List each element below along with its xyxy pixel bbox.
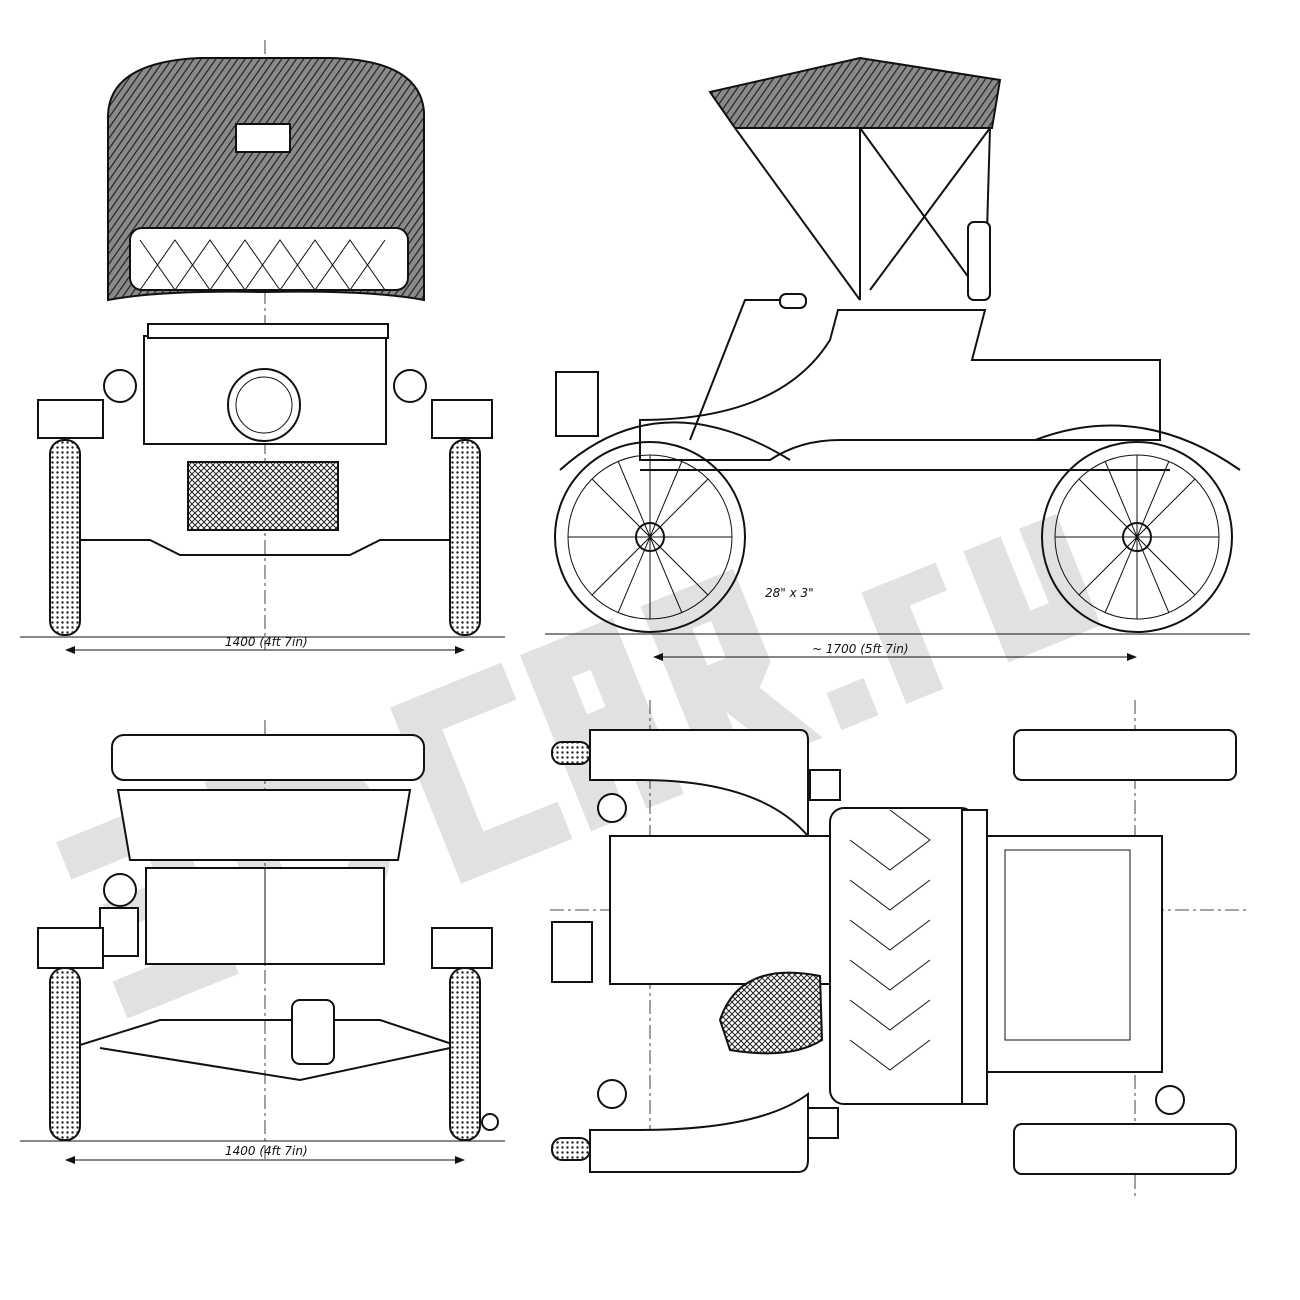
front-wheel-right bbox=[449, 439, 481, 636]
rear-folded-top bbox=[111, 734, 425, 781]
top-fender-rear-left bbox=[1013, 729, 1237, 781]
tire-size-label: 28" x 3" bbox=[765, 586, 814, 600]
front-view: 1400 (4ft 7in) bbox=[20, 40, 505, 654]
front-dimension-label: 1400 (4ft 7in) bbox=[225, 635, 308, 649]
side-canopy bbox=[708, 56, 1002, 129]
rear-differential bbox=[291, 999, 335, 1065]
top-rear-deck bbox=[986, 835, 1163, 1073]
top-seat bbox=[829, 807, 976, 1105]
top-fender-front-right bbox=[589, 1092, 809, 1173]
top-view bbox=[550, 700, 1250, 1200]
rear-wheel-right bbox=[449, 967, 481, 1141]
front-radiator bbox=[187, 461, 339, 531]
top-engine-cutaway bbox=[718, 971, 824, 1055]
front-headlamp bbox=[227, 368, 301, 442]
side-body bbox=[639, 309, 1161, 461]
top-fender-front-left bbox=[589, 729, 809, 839]
side-dimension-label: ~ 1700 (5ft 7in) bbox=[812, 642, 909, 656]
front-seat bbox=[129, 227, 409, 291]
side-wheel-front bbox=[554, 441, 746, 633]
front-wheel-left bbox=[49, 439, 81, 636]
side-view: 28" x 3" ~ 1700 (5ft 7in) bbox=[545, 56, 1250, 661]
top-body-front bbox=[609, 835, 837, 985]
side-wheel-rear bbox=[1041, 441, 1233, 633]
top-fender-rear-right bbox=[1013, 1123, 1237, 1175]
rear-wheel-left bbox=[49, 967, 81, 1141]
rear-view: 1400 (4ft 7in) bbox=[20, 720, 505, 1164]
rear-dimension-label: 1400 (4ft 7in) bbox=[225, 1144, 308, 1158]
